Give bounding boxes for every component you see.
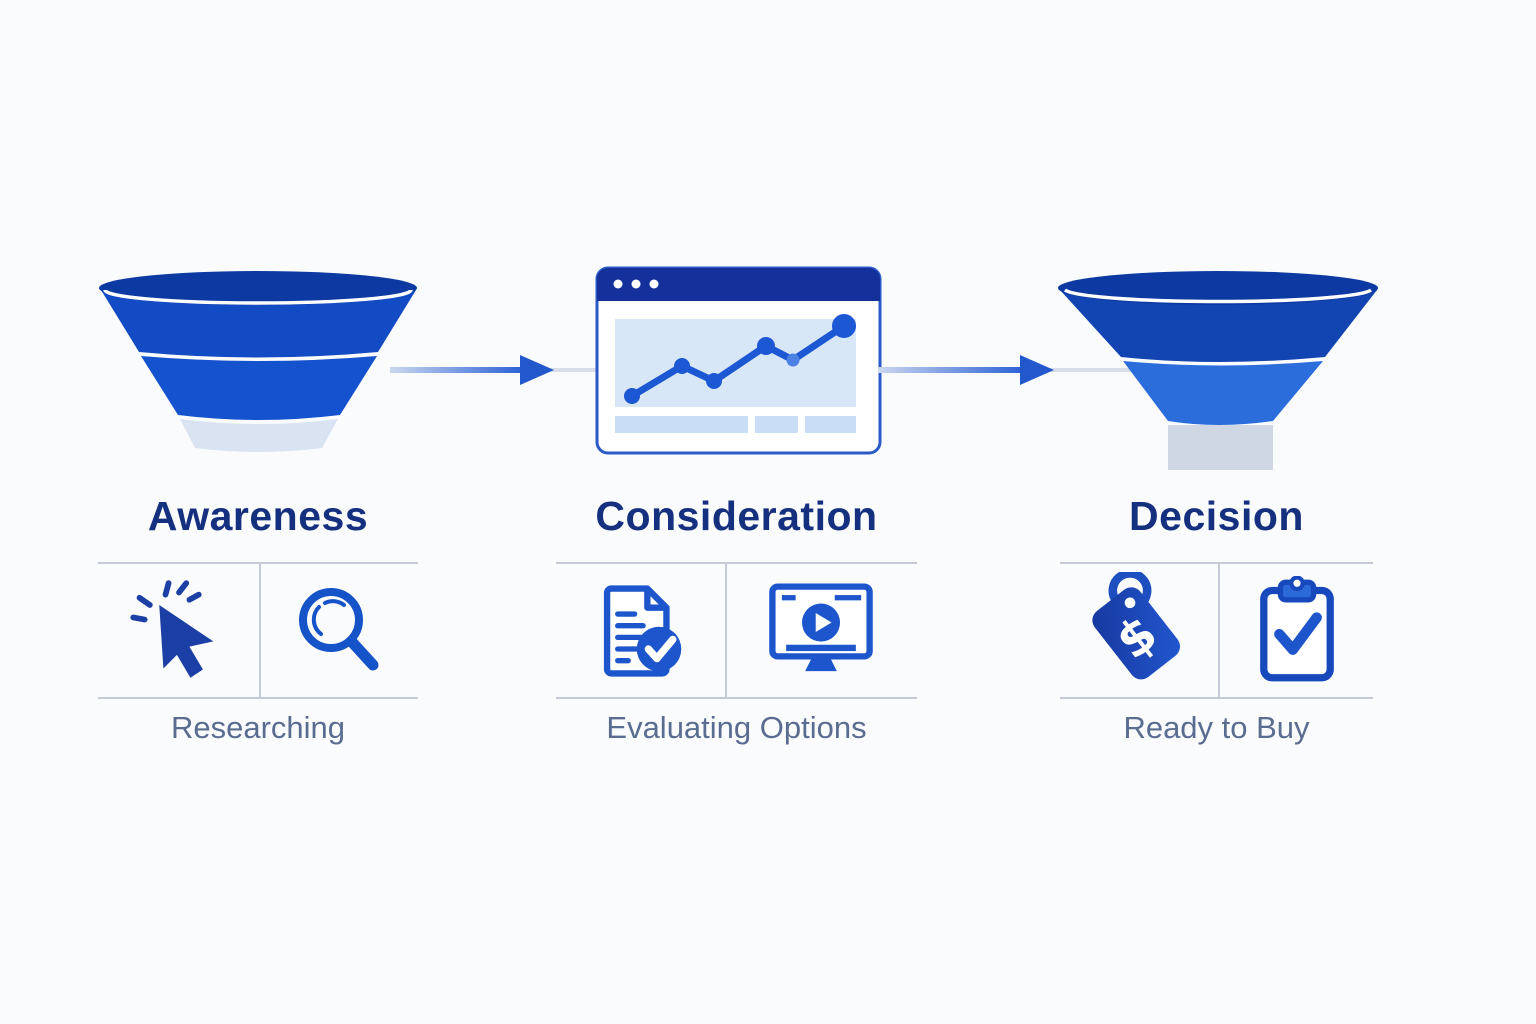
stage-title-awareness: Awareness: [147, 493, 369, 539]
video-play-monitor-icon: [769, 582, 873, 671]
icon-cell: [1220, 564, 1373, 697]
icon-cell: [98, 564, 261, 697]
window-dot-icon: [631, 279, 641, 289]
arrow-consideration-to-decision: [878, 355, 1140, 385]
stage-title-consideration: Consideration: [595, 493, 878, 539]
awareness-funnel-graphic: [99, 271, 417, 452]
decision-icon-table: $: [1060, 562, 1373, 699]
stage-caption-consideration: Evaluating Options: [606, 710, 867, 745]
window-dot-icon: [613, 279, 623, 289]
icon-cell: [261, 564, 416, 697]
document-check-icon: [603, 584, 681, 677]
icon-cell: $: [1060, 564, 1220, 697]
icon-cell: [556, 564, 727, 697]
awareness-icon-table: [98, 562, 418, 699]
decision-funnel-graphic: [1058, 271, 1378, 470]
consideration-browser-chart-graphic: [595, 266, 882, 455]
icon-cell: [727, 564, 915, 697]
search-icon: [298, 587, 378, 670]
stage-caption-awareness: Researching: [170, 710, 346, 745]
price-tag-icon: $: [1092, 571, 1181, 679]
stage-title-decision: Decision: [1129, 493, 1304, 539]
clipboard-check-icon: [1259, 575, 1334, 681]
consideration-icon-table: [556, 562, 917, 699]
stage-caption-decision: Ready to Buy: [1123, 710, 1310, 745]
arrow-awareness-to-consideration: [390, 355, 602, 385]
cursor-click-icon: [129, 579, 213, 678]
window-dot-icon: [649, 279, 659, 289]
